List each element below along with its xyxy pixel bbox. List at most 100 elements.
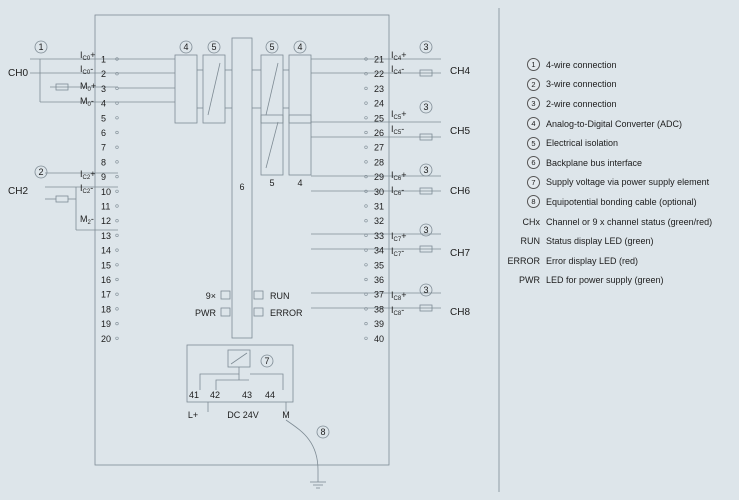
- isolation-block-right-bottom: [260, 114, 284, 176]
- callout-7: 7: [264, 356, 269, 366]
- terminal-pin: [364, 204, 368, 208]
- led-9x: [220, 290, 231, 300]
- terminal-number: 36: [374, 275, 384, 285]
- terminal-pin: [115, 160, 119, 164]
- terminal-number: 33: [374, 231, 384, 241]
- channel-label-ch8: CH8: [450, 307, 470, 318]
- legend-row: 1 4-wire connection: [506, 55, 734, 75]
- terminal-pin: [364, 263, 368, 267]
- terminal-pin: [115, 145, 119, 149]
- legend-description: 4-wire connection: [546, 59, 617, 70]
- legend-number-badge: 4: [527, 117, 540, 131]
- legend-description: Status display LED (green): [546, 236, 654, 247]
- terminal-pin: [115, 57, 119, 61]
- legend-key: 8: [506, 195, 546, 209]
- terminal-pin: [364, 277, 368, 282]
- terminal-pin: [364, 307, 368, 311]
- signal-ic2-minus: IC2-: [80, 183, 93, 195]
- legend-description: Electrical isolation: [546, 138, 619, 149]
- terminal-number: 35: [374, 260, 384, 270]
- legend-key: 3: [506, 97, 546, 111]
- callout-6: 6: [239, 182, 244, 192]
- legend-description: Analog-to-Digital Converter (ADC): [546, 118, 683, 129]
- terminal-number: 3: [101, 84, 106, 94]
- legend-description: Equipotential bonding cable (optional): [546, 196, 697, 207]
- terminal-number: 20: [101, 334, 111, 344]
- terminal-pin: [364, 219, 368, 223]
- terminal-pin: [364, 101, 368, 105]
- terminal-number: 22: [374, 69, 384, 79]
- channel-label-ch5: CH5: [450, 126, 470, 137]
- legend-key: 4: [506, 117, 546, 131]
- legend-key: 6: [506, 156, 546, 170]
- callout-8: 8: [320, 427, 325, 437]
- isolation-block-left: [202, 54, 226, 124]
- callout-3-ch7: 3: [423, 225, 428, 235]
- signal-ic0-minus: IC0-: [80, 64, 93, 76]
- terminal-pin: [364, 189, 368, 193]
- terminal-pin: [115, 116, 119, 120]
- terminal-number: 29: [374, 172, 384, 182]
- terminal-pin: [115, 307, 119, 311]
- terminal-pin: [364, 116, 368, 120]
- terminal-pin: [364, 322, 368, 326]
- signal-ic4-minus: IC4-: [391, 64, 404, 76]
- signal-m0-plus: M0+: [80, 81, 96, 93]
- terminal-number: 19: [101, 319, 111, 329]
- terminal-number: 4: [101, 99, 106, 109]
- legend-description: Backplane bus interface: [546, 157, 643, 168]
- terminal-pin: [115, 263, 119, 267]
- module-outline: [94, 14, 390, 466]
- terminal-number: 18: [101, 304, 111, 314]
- terminal-number: 23: [374, 84, 384, 94]
- legend-number-badge: 3: [527, 97, 540, 111]
- led-run: [253, 290, 264, 300]
- signal-ic7-plus: IC7+: [391, 231, 406, 243]
- terminal-number: 25: [374, 113, 384, 123]
- channel-label-ch6: CH6: [450, 186, 470, 197]
- terminal-number: 34: [374, 246, 384, 256]
- terminal-number: 26: [374, 128, 384, 138]
- signal-ic7-minus: IC7-: [391, 246, 404, 258]
- power-label-l-plus: L+: [188, 410, 198, 420]
- callout-3-ch4: 3: [423, 42, 428, 52]
- legend-number-badge: 1: [527, 58, 540, 72]
- legend-key: 2: [506, 77, 546, 91]
- terminal-number: 1: [101, 55, 106, 65]
- terminal-pin: [364, 57, 368, 61]
- channel-label-ch7: CH7: [450, 248, 470, 259]
- legend-number-badge: 7: [527, 175, 540, 189]
- signal-ic5-minus: IC5-: [391, 124, 404, 136]
- terminal-pin: [364, 248, 368, 252]
- terminal-number: 32: [374, 216, 384, 226]
- terminal-pin: [115, 336, 119, 340]
- led-error: [253, 307, 264, 317]
- terminal-pin: [364, 145, 368, 149]
- terminal-pin: [364, 336, 368, 340]
- legend-key: PWR: [519, 275, 540, 286]
- callout-4-lower: 4: [297, 178, 302, 188]
- terminal-pin: [115, 233, 119, 237]
- backplane-bus: [231, 37, 253, 339]
- terminal-number: 12: [101, 216, 111, 226]
- signal-ic8-plus: IC8+: [391, 290, 406, 302]
- signal-ic6-minus: IC6-: [391, 185, 404, 197]
- terminal-pin: [115, 248, 119, 252]
- legend-description: Channel or 9 x channel status (green/red…: [546, 216, 713, 227]
- terminal-number: 5: [101, 113, 106, 123]
- channel-label-ch0: CH0: [8, 68, 28, 79]
- legend-key: ERROR: [507, 255, 540, 266]
- legend-key: 1: [506, 58, 546, 72]
- terminal-pin: [115, 72, 119, 76]
- terminal-number: 8: [101, 157, 106, 167]
